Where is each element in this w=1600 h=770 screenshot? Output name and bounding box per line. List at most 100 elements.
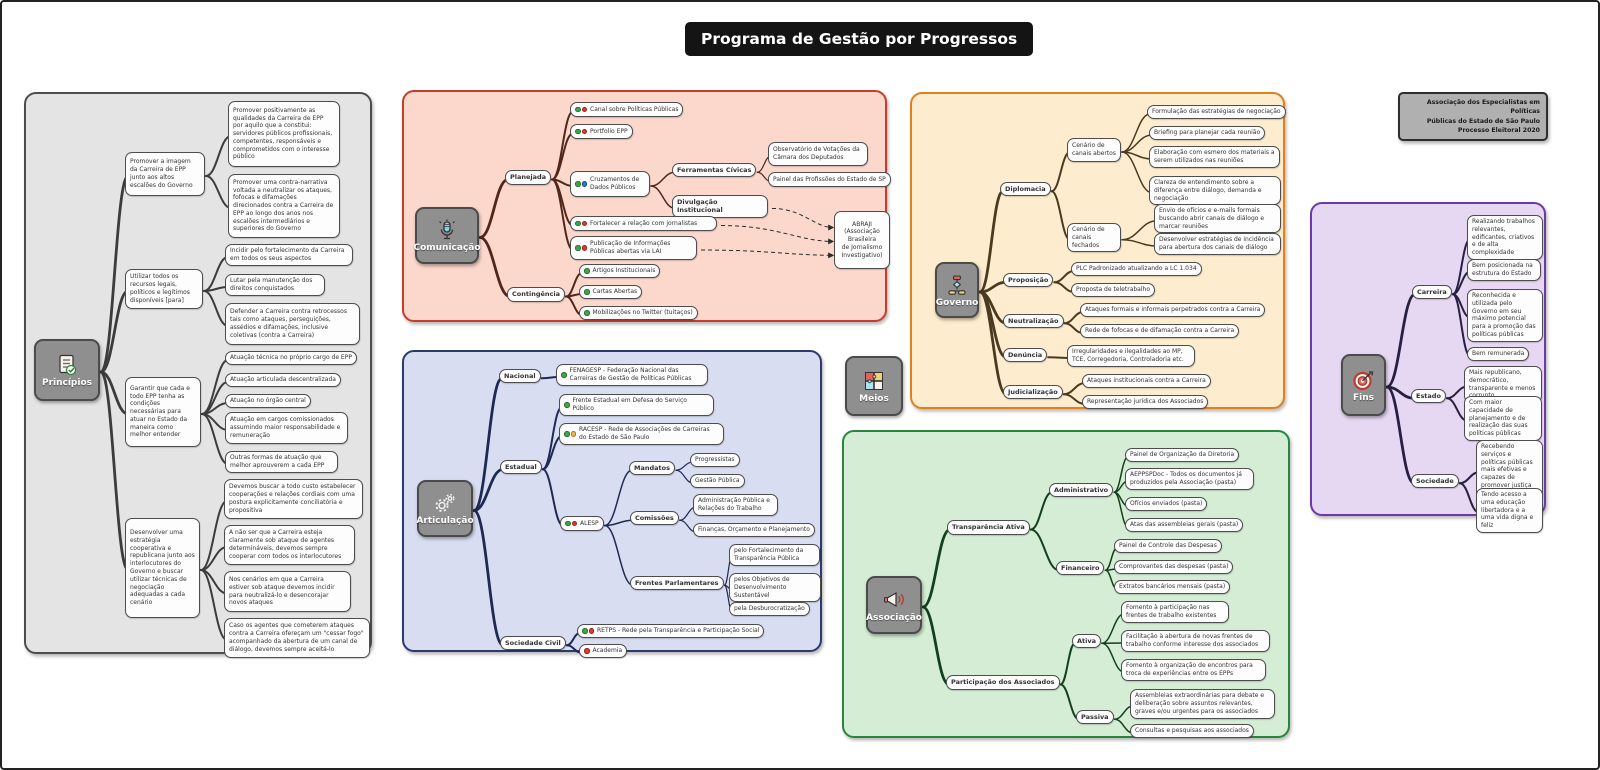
node-comunicacao[interactable]: Comunicação (413, 207, 481, 264)
map-node[interactable]: Rede de fofocas e de difamação contra a … (1080, 324, 1240, 338)
map-node[interactable]: pelo Fortalecimento da Transparência Púb… (729, 544, 820, 566)
map-node[interactable]: Cruzamentos de Dados Públicos (570, 171, 650, 197)
map-node[interactable]: Ferramentas Cívicas (672, 163, 757, 178)
map-node[interactable]: Defender a Carreira contra retrocessos t… (225, 303, 360, 345)
map-node[interactable]: ALESP (560, 516, 604, 531)
map-node[interactable]: Tendo acesso a uma educação libertadora … (1476, 488, 1543, 533)
map-node[interactable]: Outras formas de atuação que melhor apro… (225, 451, 338, 473)
map-node[interactable]: Ativa (1072, 634, 1101, 649)
map-node[interactable]: Facilitação à abertura de novas frentes … (1121, 630, 1270, 652)
map-node[interactable]: RETPS - Rede pela Transparência e Partic… (577, 624, 765, 638)
map-node[interactable]: Participação dos Associados (946, 675, 1060, 690)
map-node[interactable]: Consultas e pesquisas aos associados (1130, 724, 1254, 738)
map-node[interactable]: Fomento à organização de encontros para … (1121, 659, 1266, 681)
map-node[interactable]: Fomento à participação nas frentes de tr… (1121, 601, 1229, 623)
map-node[interactable]: Bem posicionada na estrutura do Estado (1467, 259, 1541, 281)
node-fins[interactable]: Fins (1341, 354, 1386, 416)
map-node[interactable]: Briefing para planejar cada reunião (1149, 126, 1266, 140)
map-node[interactable]: Com maior capacidade de planejamento e d… (1464, 396, 1542, 441)
map-node[interactable]: Assembleias extraordinárias para debate … (1130, 689, 1275, 719)
map-node[interactable]: Promover positivamente as qualidades da … (228, 101, 340, 167)
map-node[interactable]: Gestão Pública (690, 474, 745, 488)
map-node[interactable]: Sociedade Civil (500, 636, 566, 651)
map-node[interactable]: A não ser que a Carreira esteja claramen… (224, 525, 355, 565)
map-node[interactable]: Planejada (505, 170, 552, 185)
map-node[interactable]: Academia (579, 644, 628, 658)
map-node[interactable]: Desenvolver estratégias de incidência pa… (1154, 233, 1281, 255)
map-node[interactable]: Atuação articulada descentralizada (225, 373, 341, 387)
map-node[interactable]: Painel de Controle das Despesas (1114, 539, 1222, 553)
map-node[interactable]: Transparência Ativa (947, 520, 1030, 535)
map-node[interactable]: Atuação em cargos comissionados assumind… (225, 412, 348, 444)
map-node[interactable]: Frente Estadual em Defesa do Serviço Púb… (559, 394, 714, 416)
map-node[interactable]: Cartas Abertas (579, 285, 643, 299)
map-node[interactable]: Garantir que cada e todo EPP tenha as co… (125, 377, 201, 447)
map-node[interactable]: Mobilizações no Twitter (tuitaços) (579, 306, 698, 320)
map-node[interactable]: Utilizar todos os recursos legais, polít… (125, 269, 203, 309)
map-node[interactable]: Atuação técnica no próprio cargo de EPP (225, 351, 357, 365)
map-node[interactable]: Estadual (500, 460, 542, 475)
map-node[interactable]: Extratos bancários mensais (pasta) (1114, 580, 1231, 594)
map-node[interactable]: Denúncia (1003, 348, 1048, 363)
map-node[interactable]: Portfolio EPP (570, 124, 633, 139)
map-node[interactable]: Incidir pelo fortalecimento da Carreira … (225, 244, 353, 266)
map-node[interactable]: AEPPSPDoc - Todos os documentos já produ… (1125, 468, 1254, 490)
map-node[interactable]: Artigos Institucionais (579, 264, 661, 278)
map-node[interactable]: Desenvolver uma estratégia cooperativa e… (125, 518, 200, 618)
map-node[interactable]: ABRAJI (Associação Brasileira de Jornali… (834, 211, 890, 269)
map-node[interactable]: Proposta de teletrabalho (1071, 283, 1155, 297)
map-node[interactable]: Painel das Profissões do Estado de SP (768, 172, 891, 187)
map-node[interactable]: Promover uma contra-narrativa voltada a … (228, 174, 340, 238)
node-principios[interactable]: Princípios (34, 339, 100, 401)
node-associacao[interactable]: Associação (866, 576, 922, 634)
map-node[interactable]: Ofícios enviados (pasta) (1125, 497, 1208, 511)
map-node[interactable]: Comissões (630, 511, 679, 526)
node-articulacao[interactable]: Articulação (416, 480, 474, 537)
map-node[interactable]: Observatório de Votações da Câmara dos D… (768, 142, 868, 166)
map-node[interactable]: pelos Objetivos de Desenvolvimento Suste… (729, 573, 821, 603)
map-node[interactable]: Canal sobre Políticas Públicas (570, 102, 684, 117)
map-node[interactable]: Ataques institucionais contra a Carreira (1082, 374, 1211, 388)
map-node[interactable]: Administrativo (1049, 483, 1114, 498)
map-node[interactable]: Painel de Organização da Diretoria (1125, 448, 1240, 462)
map-node[interactable]: Sociedade (1411, 474, 1459, 489)
map-node[interactable]: Lutar pela manutenção dos direitos conqu… (225, 274, 325, 296)
map-node[interactable]: Finanças, Orçamento e Planejamento (693, 523, 815, 537)
map-node[interactable]: Contingência (507, 287, 565, 302)
map-node[interactable]: Proposição (1003, 273, 1054, 288)
map-node[interactable]: Devemos buscar a todo custo estabelecer … (224, 479, 363, 519)
map-node[interactable]: Fortalecer a relação com jornalistas (570, 216, 717, 231)
map-node[interactable]: Elaboração com esmero dos materiais a se… (1149, 146, 1280, 168)
map-node[interactable]: Publicação de Informações Públicas abert… (570, 236, 697, 260)
map-node[interactable]: Administração Pública e Relações do Trab… (693, 494, 778, 516)
map-node[interactable]: Caso os agentes que cometerem ataques co… (224, 618, 370, 658)
map-node[interactable]: Diplomacia (1000, 182, 1051, 197)
node-meios[interactable]: Meios (845, 356, 903, 416)
map-node[interactable]: Bem remunerada (1467, 347, 1530, 361)
map-node[interactable]: Frentes Parlamentares (630, 576, 724, 591)
map-node[interactable]: Clareza de entendimento sobre a diferenç… (1149, 176, 1281, 206)
map-node[interactable]: Nacional (499, 369, 541, 384)
map-node[interactable]: Divulgação Institucional (672, 195, 768, 218)
map-node[interactable]: Atas das assembleias gerais (pasta) (1125, 518, 1244, 532)
map-node[interactable]: pela Desburocratização (729, 602, 810, 616)
map-node[interactable]: Carreira (1412, 285, 1452, 300)
map-node[interactable]: PLC Padronizado atualizando a LC 1.034 (1071, 262, 1202, 276)
map-node[interactable]: Judicialização (1003, 385, 1063, 400)
map-node[interactable]: Nos cenários em que a Carreira estiver s… (224, 571, 351, 612)
map-node[interactable]: Comprovantes das despesas (pasta) (1114, 560, 1234, 574)
map-node[interactable]: Promover a imagem da Carreira de EPP jun… (125, 152, 205, 196)
map-node[interactable]: Cenário de canais abertos (1067, 138, 1121, 162)
map-node[interactable]: Realizando trabalhos relevantes, edifica… (1467, 215, 1543, 260)
node-governo[interactable]: Governo (935, 262, 979, 318)
map-node[interactable]: Irregularidades e ilegalidades ao MP, TC… (1067, 345, 1195, 367)
map-node[interactable]: Formulação das estratégias de negociação (1147, 105, 1286, 119)
map-node[interactable]: Financeiro (1056, 561, 1105, 576)
map-node[interactable]: Passiva (1076, 710, 1114, 725)
map-node[interactable]: Representação jurídica dos Associados (1082, 395, 1209, 409)
map-node[interactable]: Estado (1411, 389, 1446, 404)
map-node[interactable]: Progressistas (690, 453, 740, 467)
map-node[interactable]: FENAGESP - Federação Nacional das Carrei… (556, 364, 708, 386)
map-node[interactable]: Neutralização (1003, 314, 1064, 329)
map-node[interactable]: Atuação no órgão central (225, 394, 311, 408)
